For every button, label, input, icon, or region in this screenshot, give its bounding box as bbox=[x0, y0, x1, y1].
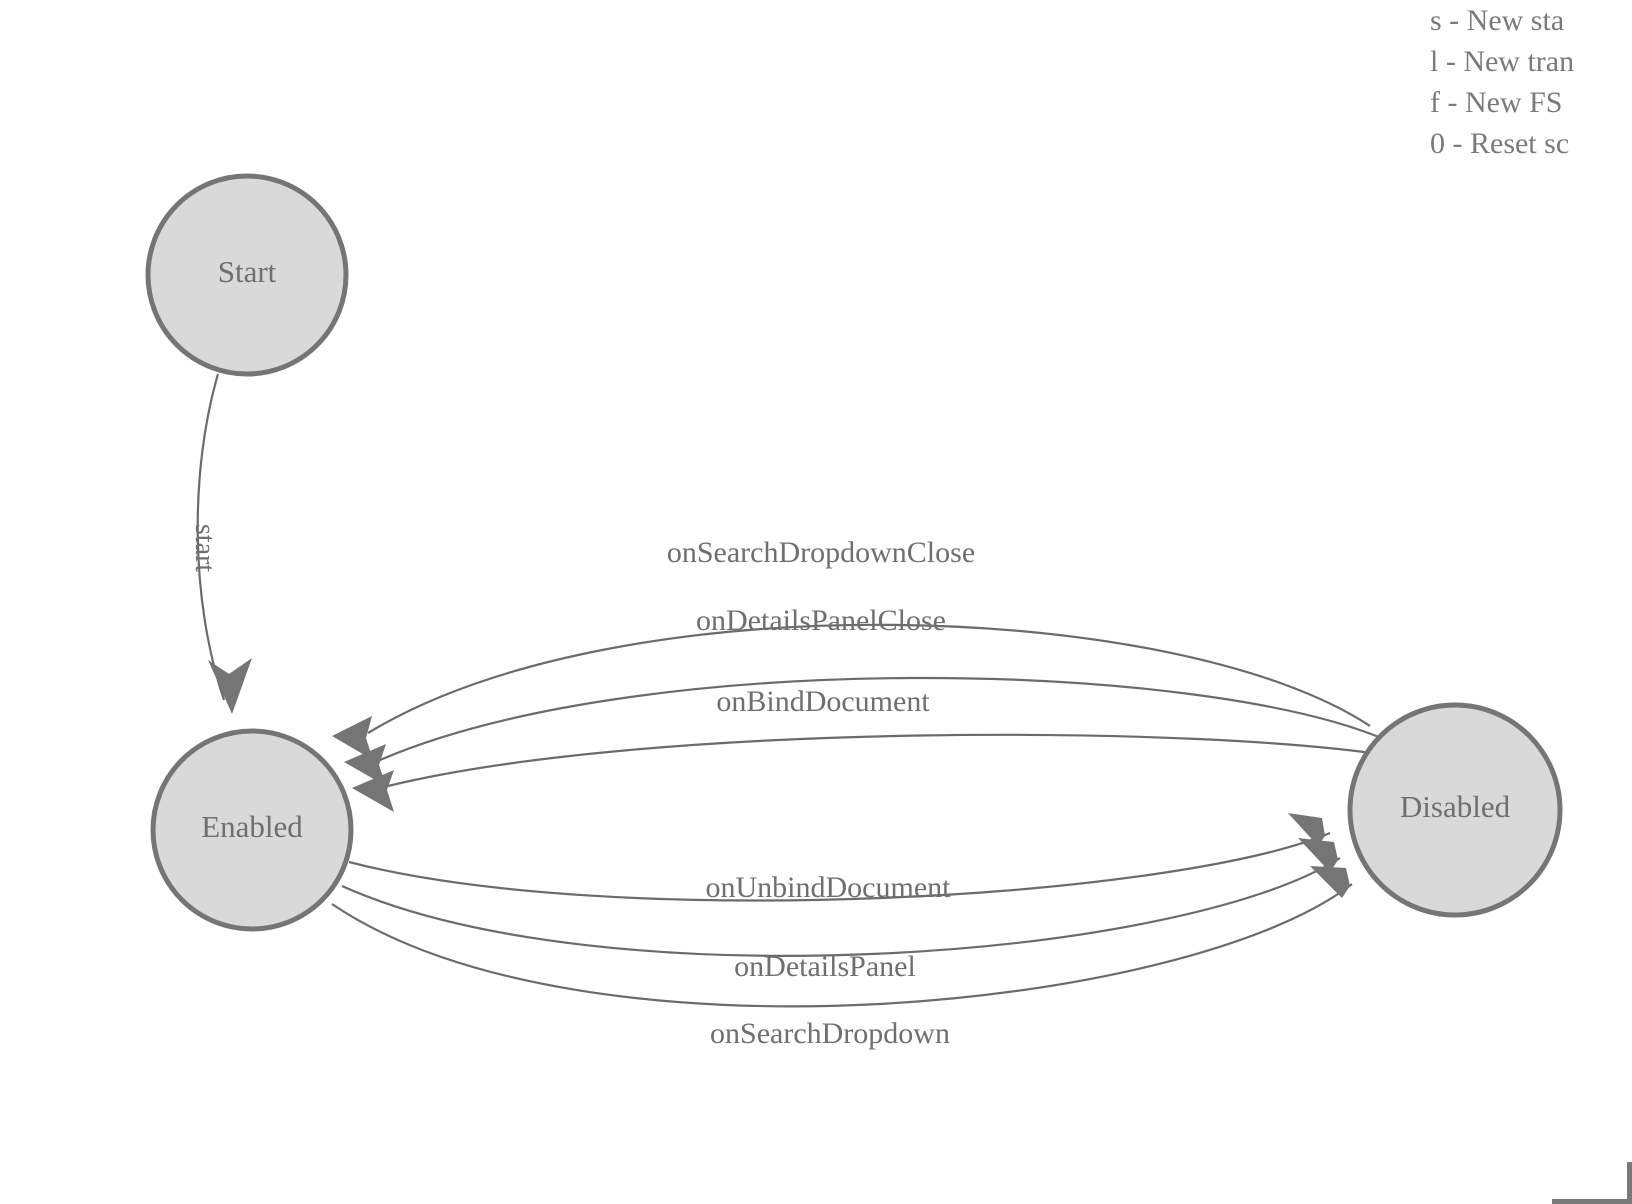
transition-path[interactable] bbox=[387, 733, 1399, 788]
transition-path[interactable] bbox=[348, 831, 1331, 902]
transition-path[interactable] bbox=[341, 857, 1341, 957]
transition-onSearchDropdown[interactable] bbox=[331, 866, 1353, 1008]
state-label-start: Start bbox=[218, 254, 277, 289]
state-node-start[interactable]: Start bbox=[145, 173, 349, 377]
arrow-head-icon bbox=[352, 770, 394, 812]
state-circle[interactable] bbox=[145, 173, 349, 377]
canvas-frame-corner bbox=[1552, 1162, 1632, 1204]
transition-path[interactable] bbox=[196, 373, 226, 701]
state-circle[interactable] bbox=[1347, 702, 1563, 918]
transition-start[interactable] bbox=[196, 373, 252, 714]
help-legend-line-new-transition: l - New tran bbox=[1430, 45, 1575, 78]
transition-onUnbindDocument[interactable] bbox=[348, 813, 1331, 902]
help-legend-line-reset: 0 - Reset sc bbox=[1430, 127, 1570, 160]
transition-label-onSearchDropdownClose: onSearchDropdownClose bbox=[667, 536, 975, 569]
help-legend-line-new-fsm: f - New FS bbox=[1430, 86, 1563, 119]
arrow-head-icon bbox=[332, 716, 373, 760]
transition-onBindDocument[interactable] bbox=[352, 733, 1399, 812]
arrow-head-icon bbox=[208, 658, 252, 714]
help-legend-line-new-state: s - New sta bbox=[1430, 4, 1565, 37]
state-label-enabled: Enabled bbox=[201, 809, 303, 844]
arrow-head-icon bbox=[1310, 866, 1350, 898]
transition-label-onDetailsPanelClose: onDetailsPanelClose bbox=[696, 604, 946, 637]
state-node-enabled[interactable]: Enabled bbox=[150, 728, 354, 932]
state-circle[interactable] bbox=[150, 728, 354, 932]
transition-path[interactable] bbox=[331, 883, 1353, 1008]
state-label-disabled: Disabled bbox=[1400, 789, 1511, 824]
arrow-head-icon bbox=[1288, 813, 1325, 846]
state-node-disabled[interactable]: Disabled bbox=[1347, 702, 1563, 918]
transition-onSearchDropdownClose[interactable] bbox=[332, 623, 1371, 760]
transition-label-onDetailsPanel: onDetailsPanel bbox=[734, 950, 916, 983]
transition-path[interactable] bbox=[367, 623, 1371, 734]
transition-label-onBindDocument: onBindDocument bbox=[716, 685, 930, 718]
transition-onDetailsPanel[interactable] bbox=[341, 838, 1341, 957]
arrow-head-icon bbox=[1298, 838, 1338, 872]
arrow-head-icon bbox=[344, 744, 386, 786]
transition-label-onSearchDropdown: onSearchDropdown bbox=[710, 1017, 950, 1050]
transition-label-onUnbindDocument: onUnbindDocument bbox=[706, 871, 952, 904]
transition-onDetailsPanelClose[interactable] bbox=[344, 676, 1387, 786]
help-legend: s - New sta l - New tran f - New FS 0 - … bbox=[1430, 0, 1632, 164]
transition-path[interactable] bbox=[379, 676, 1387, 762]
transition-label-start: start bbox=[189, 524, 220, 572]
